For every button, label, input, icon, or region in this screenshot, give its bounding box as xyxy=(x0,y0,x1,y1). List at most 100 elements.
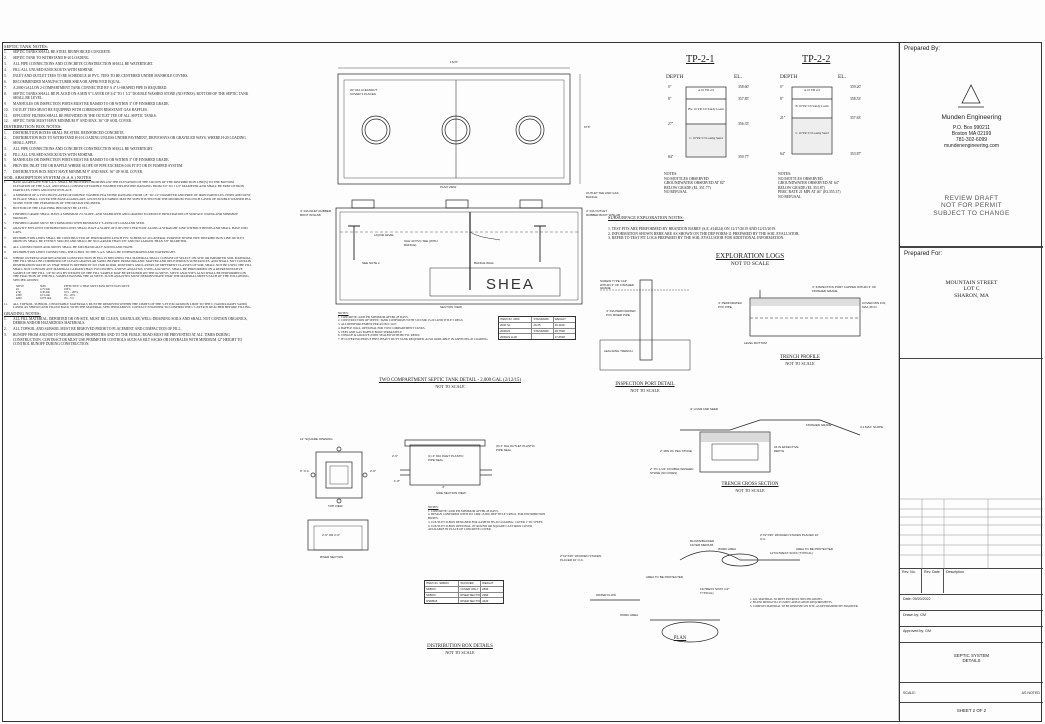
trench-port-label: 4" INSPECTION PORT CAPPED WITHIN 3" OF F… xyxy=(812,285,877,293)
note-number: 1. xyxy=(4,180,7,185)
dbox-notes-list: 1. DISTRIBUTION BOXES SHALL BE STEEL REIN… xyxy=(4,131,252,175)
note-item: 1.ALL FILL MATERIAL, IMPORTED OR ON-SITE… xyxy=(4,317,252,326)
note-text: SEPTIC TANK MUST HAVE MINIMUM 9" AND MAX… xyxy=(13,119,132,124)
shea-brand: SHEA xyxy=(486,276,535,293)
note-number: 3. xyxy=(4,146,7,151)
subsurface-notes: 1. TEST PITS ARE PERFORMED BY BRANDON BA… xyxy=(608,227,898,241)
note-text: ALL PIPE CONNECTIONS AND CONCRETE CONSTR… xyxy=(13,146,154,151)
note-line: NOTES: xyxy=(778,172,792,176)
note-text: DISTRIBUTION LINES CONNECTING THE D-BOX … xyxy=(13,250,176,255)
note-item: 2.A MINIMUM OF A TWO-INCH LAYER OF DOUBL… xyxy=(4,193,252,205)
loam-label: 4" LOAM AND SEED xyxy=(690,407,719,411)
depth-value: 8" xyxy=(668,97,672,101)
elevation-value: 358.60' xyxy=(738,85,750,89)
note-item: 11.ALL TOPSOIL, SUBSOIL, UNSUITABLE MATE… xyxy=(4,302,252,311)
elevation-value: 356.35' xyxy=(738,122,750,126)
review-line-2: NOT FOR PERMIT xyxy=(940,202,1003,210)
table-cell: 296# xyxy=(482,592,489,597)
soil-layer: Bw 10 YR 5/6 Sandy Loam xyxy=(688,106,724,111)
table-cell: 16,110# xyxy=(554,323,565,328)
blank-grid xyxy=(900,498,1043,569)
sock-label: 12"FILTREXX SOXX (TYPICAL) xyxy=(770,551,814,555)
note-text: FINISHED GRADE MUST BE STABILIZED WITH M… xyxy=(13,220,145,225)
note-item: 7.DISTRIBUTION LINES SHALL BE CONSTRUCTE… xyxy=(4,235,252,245)
level-bottom-label: LEVEL BOTTOM xyxy=(744,341,767,345)
note-text: DISTRIBUTION BOX TO WITHSTAND H-10 LOADI… xyxy=(13,136,246,145)
septic-notes-list: 1.SEPTIC TANKS SHALL BE STEEL REINFORCED… xyxy=(4,50,252,123)
note-number: 8. xyxy=(4,91,7,96)
note-line: 7. IF COVER EXCEEDS 6 FEET, HEAVY DUTY T… xyxy=(338,336,489,341)
note-line: 4. 9 OUTLET D-BOX OPTIONAL 18" ROUND OR … xyxy=(428,523,533,532)
tp-2-1-depth-head: DEPTH xyxy=(666,74,684,80)
note-number: 6. xyxy=(4,226,7,231)
sheet-number: SHEET 2 OF 2 xyxy=(956,708,987,713)
scale-label: SCALE: xyxy=(903,690,916,695)
client-line-2: LOT C xyxy=(963,286,980,293)
note-number: 12. xyxy=(4,119,9,124)
note-text: INLET AND OUTLET TEES TO BE SCHEDULE 40 … xyxy=(13,73,189,78)
sieve-cell: 0% - 20% xyxy=(64,294,76,298)
note-item: 5.FINISHED GRADE MUST BE STABILIZED WITH… xyxy=(4,220,252,226)
note-line: 2. INFORMATION SHOWN HERE ARE AS SHOWN O… xyxy=(608,231,800,236)
note-number: 5. xyxy=(4,158,7,163)
soil-layer: A 10 YR 2/2 xyxy=(697,88,715,92)
notes-heading: NOTES: xyxy=(428,505,439,509)
dbox-outlet-label: (9) 4" DIA OUTLET PLASTIC PIPE SEAL xyxy=(496,444,535,452)
note-number: 1. xyxy=(4,130,7,135)
table-cell: 2000 SL xyxy=(499,322,533,328)
note-item: 7.DISTRIBUTION BOX MUST HAVE MINIMUM 9" … xyxy=(4,170,252,174)
depth-value: 8" xyxy=(780,97,784,101)
client-line-3: SHARON, MA xyxy=(954,292,989,299)
grid-area xyxy=(900,359,1043,569)
note-line: NOTES: xyxy=(664,172,678,176)
sieve-cell: 0% - 5% xyxy=(64,297,74,301)
note-item: 3.BOTTOM OF THE LEACHING BED MUST BE LEV… xyxy=(4,207,252,211)
section-view-label: SECTION VIEW xyxy=(440,305,462,309)
note-line: 6. TONGUE & GROOVE JOINT SEALED WITH BUT… xyxy=(338,333,421,338)
note-item: 4.FILL ALL UNUSED KNOCKOUTS WITH MORTAR. xyxy=(4,153,252,157)
sas-notes-list: 1.BASE AGGREGATE FOR S.A.S. SHALL BE PRO… xyxy=(4,180,252,311)
tank-notes: NOTES:1. CONCRETE: 4,000 PSI MINIMUM AFT… xyxy=(338,311,498,342)
sch-tee-label: SCH 40 PVC TEE (WITH BAFFLE) xyxy=(404,239,438,247)
elevation-value: 357.63' xyxy=(850,116,862,120)
note-text: BOTTOM OF THE LEACHING BED MUST BE LEVEL… xyxy=(13,206,89,211)
table-cell: WEIGHT xyxy=(554,317,566,322)
table-cell: ITEM NO. SDBOX xyxy=(425,581,460,586)
table-cell: 20-25 xyxy=(532,322,554,328)
note-number: 2. xyxy=(4,56,7,61)
note-text: RUNOFF FROM AND/OR TO NEIGHBORING PROPER… xyxy=(13,333,243,346)
addr-line-1: P.O. Box 990211 xyxy=(952,124,991,131)
sieve-cell: # 50 xyxy=(16,291,21,295)
note-text: MANHOLES OR INSPECTION PORTS MUST BE RAI… xyxy=(13,101,170,106)
trench-cross-nts: NOT TO SCALE xyxy=(735,488,765,493)
note-number: 10. xyxy=(4,107,9,112)
note-text: OUTLET TEES MUST BE EQUIPPED WITH CORROS… xyxy=(13,107,148,112)
tank-outlet-label: 4" DIA OUTLET RUBBER BOOT W/SLAB xyxy=(586,209,620,217)
scale-value: AS NOTED xyxy=(1021,690,1040,695)
table-cell: ITEM NO. 2000 xyxy=(499,317,533,322)
note-number: 8. xyxy=(4,244,7,249)
note-item: 8.SEPTIC TANKS SHALL BE PLACED ON A MIN … xyxy=(4,92,252,101)
revision-header: Rev. No. Rev. Date Description xyxy=(900,569,1043,595)
stakes-label-2: 2"X2"X36" WOODEN STAKES PLACED 10' O.C. xyxy=(560,554,601,562)
tank-inlet-label: 4" DIA INLET RUBBER BOOT W/SLAB xyxy=(300,209,332,217)
dbox-nts: NOT TO SCALE xyxy=(445,650,475,655)
note-item: 10. OUTLET TEES MUST BE EQUIPPED WITH COR… xyxy=(4,108,252,112)
note-item: 9.MANHOLES OR INSPECTION PORTS MUST BE R… xyxy=(4,102,252,106)
prepared-for-cell: Prepared For: MOUNTAIN STREET LOT C SHAR… xyxy=(900,247,1043,359)
note-line: 1. CONCRETE: 4,000 PSI MINIMUM AFTER 28 … xyxy=(338,314,409,319)
note-text: SEPTIC TANKS SHALL BE STEEL REINFORCED C… xyxy=(13,50,112,55)
dbox-dim2: 1'-8" xyxy=(394,479,400,483)
exploration-title: EXPLORATION LOGS xyxy=(715,252,785,260)
note-text: ALL TOPSOIL AND SUBSOIL MUST BE REMOVED … xyxy=(13,327,182,332)
note-text: FINISHED GRADE SHALL HAVE A MINIMUM 2% S… xyxy=(13,211,238,220)
tp-2-1-log xyxy=(685,86,727,158)
note-text: DISTRIBUTION BOXES SHALL BE STEEL REINFO… xyxy=(13,130,125,135)
note-line: NO MOTTLES OBSERVED xyxy=(778,176,823,181)
note-text: DISTRIBUTION LINES SHALL BE CONSTRUCTED … xyxy=(13,235,245,244)
review-line-1: REVIEW DRAFT xyxy=(944,194,999,202)
